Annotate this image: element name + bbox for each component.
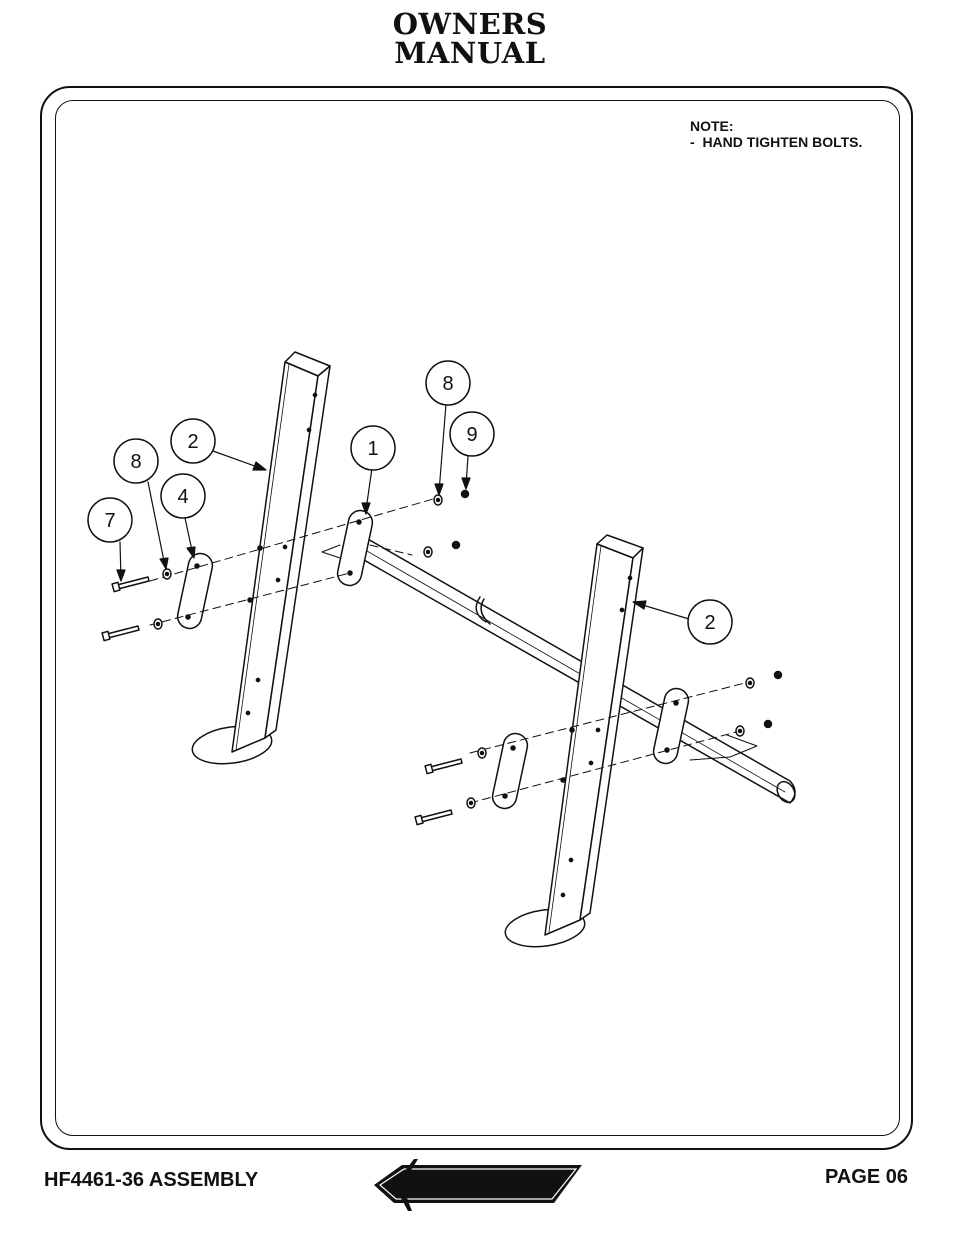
page-title: OWNERS MANUAL xyxy=(0,10,940,68)
title-line-1: OWNERS xyxy=(392,7,548,41)
inner-frame xyxy=(55,100,900,1136)
callout-8-right: 8 xyxy=(442,373,453,395)
nut-center-upper xyxy=(460,489,470,499)
washer-left-upper xyxy=(162,568,172,580)
callout-circle-7 xyxy=(87,497,133,543)
callout-2-right: 2 xyxy=(704,612,715,634)
note-heading: NOTE: xyxy=(690,118,734,134)
callout-circle-1 xyxy=(350,425,396,471)
note-line: - HAND TIGHTEN BOLTS. xyxy=(690,134,863,150)
bolt-left-lower xyxy=(101,625,140,642)
callout-2-left: 2 xyxy=(187,431,198,453)
plate-center xyxy=(336,509,374,587)
left-upright-post xyxy=(191,351,331,765)
washer-center-lower xyxy=(423,546,433,558)
callout-circle-9 xyxy=(449,411,495,457)
plate-right-back xyxy=(652,687,690,765)
leader-lines xyxy=(116,403,690,620)
callout-circles xyxy=(87,360,733,645)
callout-9: 9 xyxy=(466,424,477,446)
washer-center-upper xyxy=(433,494,443,506)
hardware xyxy=(101,489,783,826)
callout-circle-4 xyxy=(160,473,206,519)
callout-4: 4 xyxy=(177,486,188,508)
bolt-paths xyxy=(149,496,746,804)
washer-far-lower xyxy=(735,725,745,737)
nut-far-upper xyxy=(773,670,783,680)
callout-8-left: 8 xyxy=(130,451,141,473)
plate-right-front xyxy=(491,732,529,810)
bolt-right-lower xyxy=(414,809,453,826)
nut-center-lower xyxy=(451,540,461,550)
callout-labels: 7 8 4 2 1 8 9 2 xyxy=(104,373,715,634)
footer-assembly-label: HF4461-36 ASSEMBLY xyxy=(44,1169,259,1191)
right-upright-post xyxy=(504,534,644,948)
washer-left-lower xyxy=(153,618,163,630)
outer-frame xyxy=(40,86,913,1150)
callout-circle-2-right xyxy=(687,599,733,645)
assembly-note: NOTE: - HAND TIGHTEN BOLTS. xyxy=(690,118,862,150)
bolt-left-upper xyxy=(111,576,150,593)
washer-far-upper xyxy=(745,677,755,689)
callout-circle-8-left xyxy=(113,438,159,484)
page-number: PAGE 06 xyxy=(825,1166,908,1188)
washer-right-upper xyxy=(477,747,487,759)
washer-right-lower xyxy=(466,797,476,809)
callout-circle-8-right xyxy=(425,360,471,406)
cross-tube xyxy=(321,537,796,804)
callout-1: 1 xyxy=(367,438,378,460)
title-line-2: MANUAL xyxy=(394,36,546,70)
hoist-logo xyxy=(374,1159,582,1211)
nut-far-lower xyxy=(763,719,773,729)
bolt-right-upper xyxy=(424,758,463,775)
plate-left-outer xyxy=(176,552,214,630)
callout-7: 7 xyxy=(104,510,115,532)
callout-circle-2-left xyxy=(170,418,216,464)
